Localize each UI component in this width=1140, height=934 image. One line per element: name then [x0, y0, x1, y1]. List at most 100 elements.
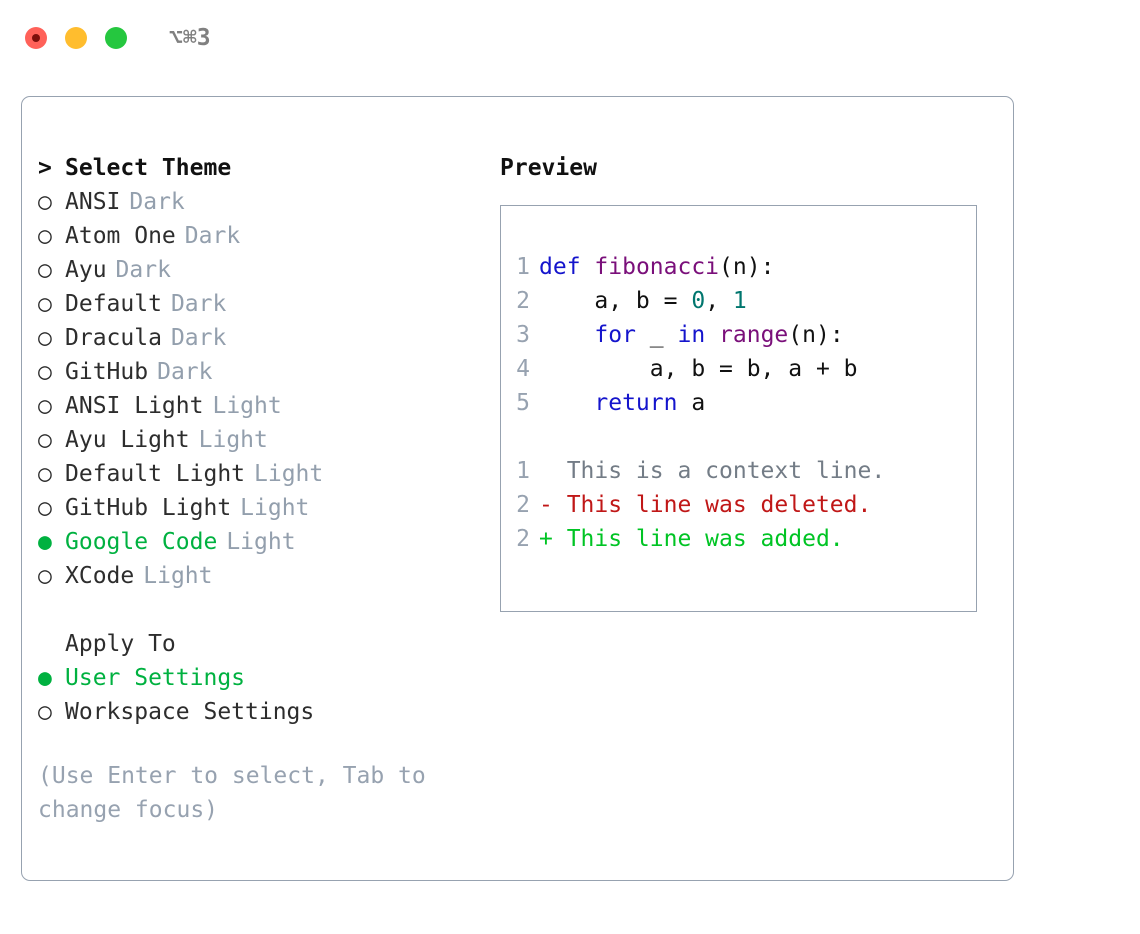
theme-list-item[interactable]: ○ GitHub Light Light — [38, 491, 498, 525]
code-token-num: 0 — [691, 288, 706, 314]
radio-unselected-icon[interactable]: ○ — [38, 291, 52, 317]
theme-name-label: GitHub — [65, 359, 149, 385]
line-number: 4 — [516, 356, 530, 382]
code-text: a, b = b, a + b — [539, 352, 858, 386]
code-token-pl — [581, 254, 595, 280]
code-line: 5 return a — [501, 386, 976, 420]
radio-unselected-icon[interactable]: ○ — [38, 461, 52, 487]
theme-name-label: Default — [65, 291, 162, 317]
code-token-fn: range — [719, 322, 789, 348]
theme-list-item[interactable]: ○ Ayu Dark — [38, 253, 498, 287]
minimize-window-button[interactable] — [65, 27, 87, 49]
radio-unselected-icon[interactable]: ○ — [38, 563, 52, 589]
theme-variant-tag: Dark — [170, 291, 227, 317]
diff-text: - This line was deleted. — [539, 492, 872, 518]
theme-variant-tag: Dark — [157, 359, 213, 385]
code-diff-separator — [501, 420, 976, 454]
section-spacer — [38, 593, 498, 627]
theme-list-item[interactable]: ○ Atom One Dark — [38, 219, 498, 253]
code-token-pl: a, b = — [539, 288, 692, 314]
apply-to-item[interactable]: ○Workspace Settings — [38, 695, 498, 729]
theme-variant-tag: Dark — [184, 223, 241, 249]
theme-list-item[interactable]: ○ GitHub Dark — [38, 355, 498, 389]
code-token-pl — [539, 390, 594, 416]
code-token-num: 1 — [732, 288, 747, 314]
radio-unselected-icon[interactable]: ○ — [38, 427, 52, 453]
theme-name-label: Default Light — [65, 461, 246, 487]
diff-line: 1 This is a context line. — [501, 454, 976, 488]
line-number: 2 — [516, 288, 530, 314]
diff-line: 2+ This line was added. — [501, 522, 976, 556]
keyboard-hint-text: (Use Enter to select, Tab to change focu… — [38, 763, 440, 823]
radio-selected-icon[interactable]: ● — [38, 529, 52, 555]
theme-list-item[interactable]: ○ Dracula Dark — [38, 321, 498, 355]
theme-list-item[interactable]: ○ Default Dark — [38, 287, 498, 321]
prompt-caret-icon: > — [38, 155, 52, 181]
code-text: def fibonacci(n): — [539, 250, 774, 284]
radio-unselected-icon[interactable]: ○ — [38, 223, 52, 249]
code-line: 2 a, b = 0, 1 — [501, 284, 976, 318]
theme-list-item[interactable]: ● Google Code Light — [38, 525, 498, 559]
apply-to-list: ● User Settings ○Workspace Settings — [38, 661, 498, 729]
theme-name-label: Ayu — [65, 257, 107, 283]
radio-unselected-icon[interactable]: ○ — [38, 189, 52, 215]
code-token-pl: , — [705, 288, 733, 314]
code-token-pl: a, b = b, a + b — [539, 356, 858, 382]
select-theme-header: > Select Theme — [38, 151, 498, 185]
theme-name-label: Dracula — [65, 325, 162, 351]
theme-name-label: Atom One — [65, 223, 176, 249]
line-number: 2 — [516, 526, 530, 552]
theme-variant-tag: Light — [212, 393, 282, 419]
theme-name-label: XCode — [65, 563, 135, 589]
code-token-kw: def — [539, 254, 581, 280]
radio-unselected-icon[interactable]: ○ — [38, 359, 52, 385]
code-token-pl: (n): — [719, 254, 775, 280]
theme-variant-tag: Dark — [129, 189, 185, 215]
theme-variant-tag: Dark — [170, 325, 227, 351]
code-token-pl: a — [677, 390, 706, 416]
apply-to-item[interactable]: ● User Settings — [38, 661, 498, 695]
code-token-pl: (n): — [788, 322, 844, 348]
code-line: 1 def fibonacci(n): — [501, 250, 976, 284]
code-text: return a — [539, 386, 705, 420]
line-number: 1 — [516, 254, 530, 280]
code-line: 4 a, b = b, a + b — [501, 352, 976, 386]
theme-name-label: GitHub Light — [65, 495, 232, 521]
title-bar: ⌥⌘3 — [0, 0, 1140, 76]
code-token-pl — [705, 322, 719, 348]
theme-name-label: Google Code — [65, 529, 218, 555]
radio-unselected-icon[interactable]: ○ — [38, 257, 52, 283]
theme-list-item[interactable]: ○ XCode Light — [38, 559, 498, 593]
theme-variant-tag: Dark — [115, 257, 171, 283]
code-text: a, b = 0, 1 — [539, 284, 747, 318]
radio-selected-icon[interactable]: ● — [38, 665, 52, 691]
radio-unselected-icon[interactable]: ○ — [38, 393, 52, 419]
diff-text: This is a context line. — [539, 458, 886, 484]
apply-to-label: User Settings — [65, 665, 246, 691]
theme-variant-tag: Light — [226, 529, 296, 555]
radio-unselected-icon[interactable]: ○ — [38, 325, 52, 351]
close-window-button[interactable] — [25, 27, 47, 49]
apply-to-header: Apply To — [65, 631, 176, 657]
line-number: 2 — [516, 492, 530, 518]
theme-variant-tag: Light — [240, 495, 310, 521]
theme-variant-tag: Light — [198, 427, 268, 453]
recording-dot-icon — [32, 34, 40, 42]
code-token-pl — [539, 322, 594, 348]
radio-unselected-icon[interactable]: ○ — [38, 495, 52, 521]
maximize-window-button[interactable] — [105, 27, 127, 49]
diff-line: 2 - This line was deleted. — [501, 488, 976, 522]
code-token-pl: _ — [635, 322, 678, 348]
theme-variant-tag: Light — [143, 563, 213, 589]
preview-title: Preview — [500, 155, 597, 181]
radio-unselected-icon[interactable]: ○ — [38, 699, 52, 725]
